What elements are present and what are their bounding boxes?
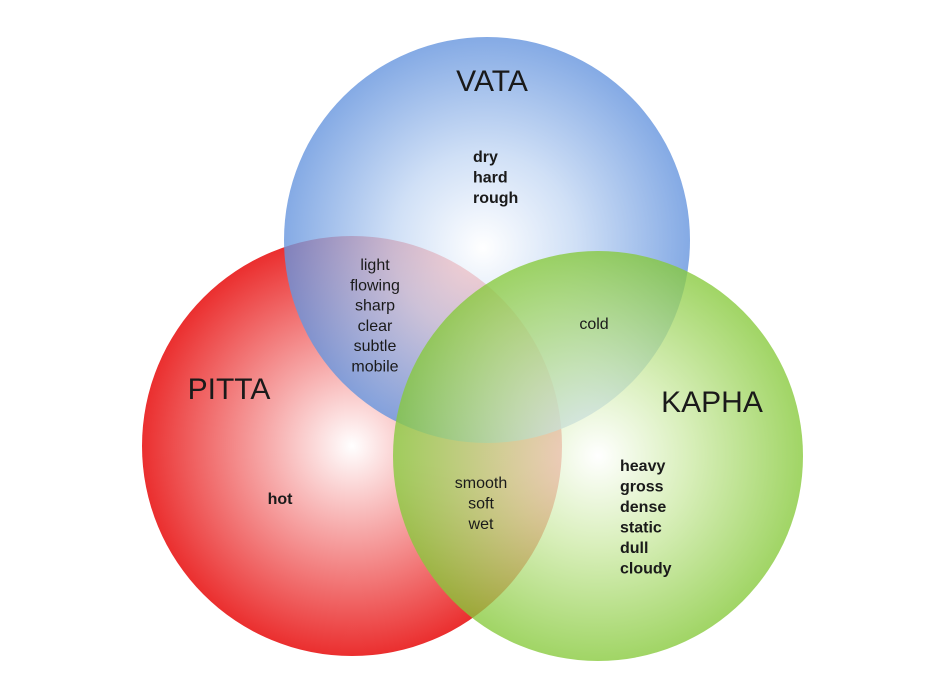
vata-pitta-quality: light	[360, 257, 390, 274]
kapha-only-quality: cloudy	[620, 561, 672, 578]
vata-only-quality: rough	[473, 190, 518, 207]
kapha-only-quality: dull	[620, 540, 648, 557]
vata-label: VATA	[456, 65, 528, 98]
vata-kapha-quality: cold	[579, 316, 608, 333]
kapha-only-quality: static	[620, 520, 662, 537]
vata-only-quality: dry	[473, 149, 498, 166]
vata-pitta-quality: sharp	[355, 298, 395, 315]
kapha-only-quality: heavy	[620, 458, 665, 475]
pitta-kapha-quality: soft	[468, 496, 494, 513]
vata-pitta-quality: clear	[358, 318, 393, 335]
pitta-kapha-quality: wet	[468, 516, 494, 533]
kapha-label: KAPHA	[661, 386, 763, 419]
pitta-kapha-quality: smooth	[455, 475, 507, 492]
kapha-only-quality: gross	[620, 479, 664, 496]
pitta-only-quality: hot	[268, 491, 294, 508]
vata-pitta-quality: subtle	[354, 338, 397, 355]
kapha-only-quality: dense	[620, 499, 666, 516]
pitta-label: PITTA	[188, 373, 271, 406]
vata-pitta-quality: mobile	[351, 359, 398, 376]
vata-only-quality: hard	[473, 170, 508, 187]
vata-pitta-quality: flowing	[350, 277, 400, 294]
kapha-circle	[393, 251, 803, 661]
